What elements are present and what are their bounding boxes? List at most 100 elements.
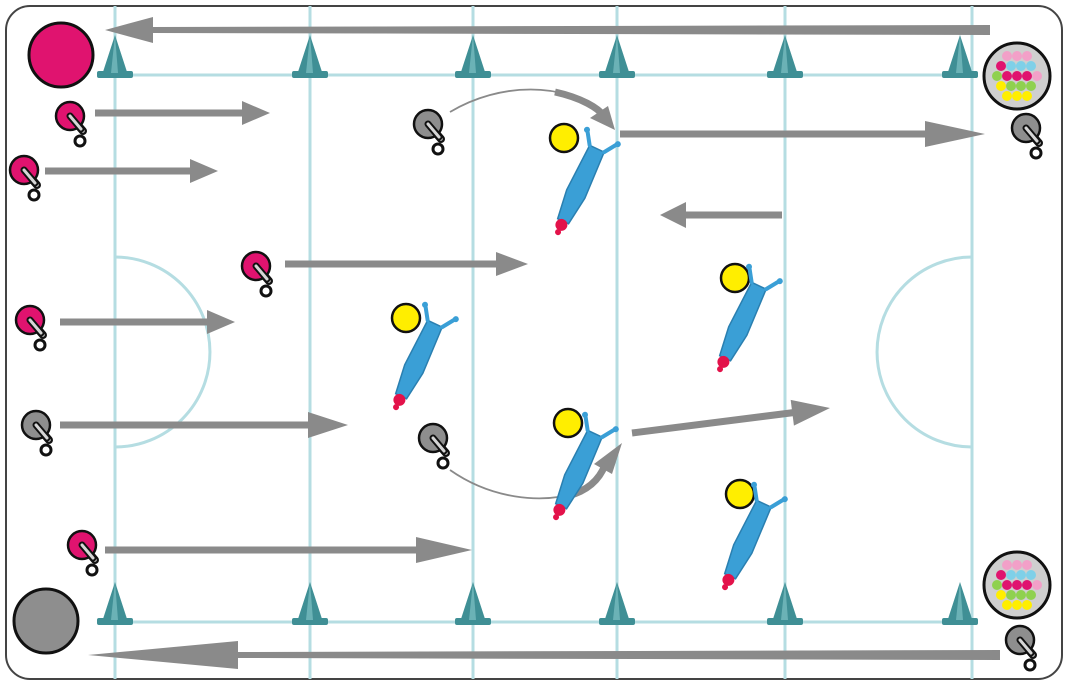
- cone-base: [767, 71, 803, 78]
- dummy-hand: [750, 481, 757, 488]
- tackling-dummy-icon: [393, 301, 459, 411]
- cone-base: [599, 71, 635, 78]
- bin-ball: [1026, 61, 1036, 71]
- bin-ball: [1002, 600, 1012, 610]
- cone-shine: [956, 35, 963, 73]
- curved-arrow: [449, 88, 615, 130]
- player-stick: [254, 264, 269, 281]
- movement-arrow: [95, 101, 270, 125]
- bin-ball: [1026, 81, 1036, 91]
- dummy-arm: [769, 497, 786, 510]
- ball-icon: [552, 407, 584, 439]
- bin-ball: [1022, 91, 1032, 101]
- cone-shine: [781, 582, 788, 620]
- dummy-base: [393, 393, 406, 406]
- arrow-head: [416, 537, 472, 563]
- bin-ball: [1002, 71, 1012, 81]
- movement-arrow: [60, 412, 348, 438]
- bin-ball: [1016, 590, 1026, 600]
- movement-arrow: [631, 399, 830, 437]
- arrow-head: [594, 443, 622, 474]
- bin-ball: [1026, 590, 1036, 600]
- movement-arrow: [285, 252, 528, 276]
- arrow-shaft: [238, 650, 1000, 660]
- cone-base: [942, 71, 978, 78]
- cone-shine: [306, 35, 313, 73]
- player-puck: [1023, 658, 1037, 672]
- bin-ball: [1022, 580, 1032, 590]
- player-puck: [259, 284, 273, 298]
- bin-ball: [992, 580, 1002, 590]
- player-icon: [66, 529, 99, 577]
- bin-ball: [1012, 91, 1022, 101]
- cone-shine: [306, 582, 313, 620]
- player-icon: [54, 100, 87, 148]
- dummy-base: [555, 229, 562, 236]
- player-puck: [33, 338, 47, 352]
- bin-ball: [1002, 51, 1012, 61]
- arrow-head: [207, 310, 235, 334]
- bin-ball: [1012, 71, 1022, 81]
- dummy-arm: [583, 414, 590, 433]
- cone-icon: [455, 582, 491, 625]
- dummy-hand: [776, 278, 783, 285]
- bin-ball: [1022, 560, 1032, 570]
- arrow-head: [790, 399, 830, 426]
- cones: [97, 35, 978, 625]
- cone-shine: [613, 582, 620, 620]
- movement-arrow: [660, 202, 782, 228]
- dummy-hand: [581, 411, 588, 418]
- cone-base: [292, 618, 328, 625]
- goal-arc-right: [875, 255, 973, 449]
- ball-icon: [719, 262, 751, 294]
- bin-ball: [1022, 71, 1032, 81]
- dummy-base: [393, 404, 400, 411]
- field-border: [5, 5, 1063, 680]
- objects: [8, 21, 1052, 672]
- ball-icon: [390, 302, 422, 334]
- cone-icon: [599, 582, 635, 625]
- dummy-base: [717, 355, 730, 368]
- dummy-base: [555, 218, 568, 231]
- bin-ball: [996, 81, 1006, 91]
- tackling-dummy-icon: [717, 263, 783, 373]
- player-stick: [68, 114, 83, 131]
- cone-icon: [292, 582, 328, 625]
- dummy-arm: [752, 484, 759, 503]
- player-stick: [431, 436, 446, 453]
- player-icon: [412, 108, 445, 156]
- arrow-head: [925, 121, 985, 147]
- player-stick: [28, 318, 43, 335]
- ball-icon: [724, 478, 756, 510]
- dummy-hand: [614, 141, 621, 148]
- bin-ball: [1002, 580, 1012, 590]
- player-stick: [34, 423, 49, 440]
- bin-ball: [1012, 560, 1022, 570]
- bin-ball: [1012, 580, 1022, 590]
- arrow-head: [88, 641, 238, 669]
- cone-icon: [292, 35, 328, 78]
- bin-ball: [1006, 81, 1016, 91]
- player-stick: [1024, 126, 1039, 143]
- player-stick: [1018, 638, 1033, 655]
- player-icon: [417, 422, 450, 470]
- tackling-dummy-icon: [722, 481, 788, 591]
- tackling-dummy-icon: [553, 411, 619, 521]
- arrow-head: [190, 159, 218, 183]
- cone-base: [97, 71, 133, 78]
- dummy-base: [553, 503, 566, 516]
- arrow-head: [660, 202, 686, 228]
- player-icon: [8, 154, 41, 202]
- bin-ball: [1006, 570, 1016, 580]
- return-arrow: [105, 17, 990, 43]
- player-puck: [85, 563, 99, 577]
- bin-ball: [1016, 61, 1026, 71]
- dummy-hand: [745, 263, 752, 270]
- cone-base: [97, 618, 133, 625]
- dummy-arm: [585, 129, 592, 148]
- dummy-arm: [764, 279, 781, 292]
- cone-shine: [469, 582, 476, 620]
- bin-ball: [1016, 570, 1026, 580]
- bin-ball: [1006, 590, 1016, 600]
